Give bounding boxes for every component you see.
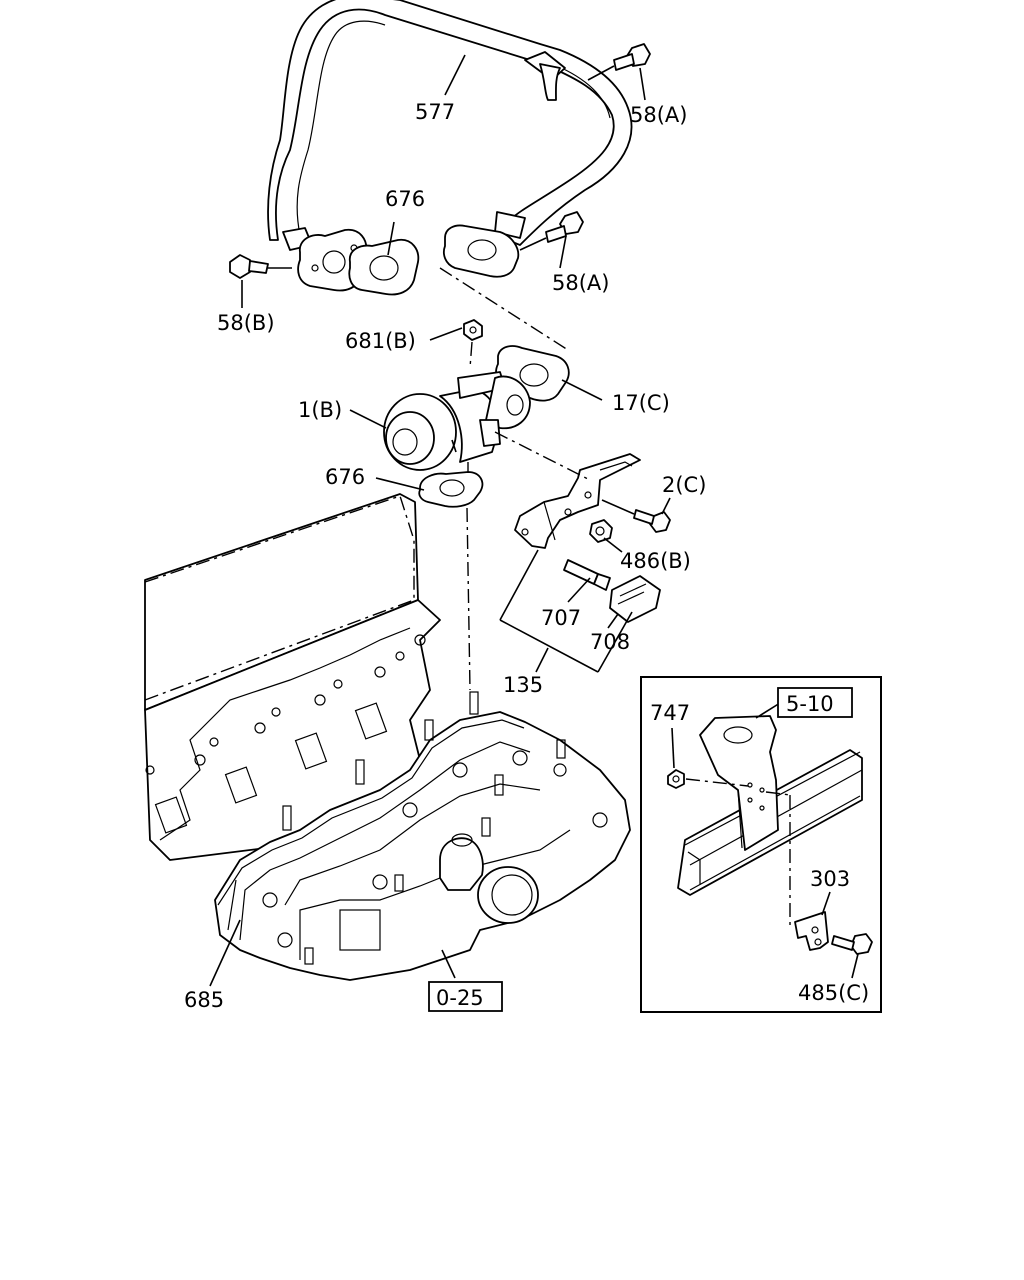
ref-box-5-10[interactable]: 5-10 bbox=[777, 687, 853, 718]
guide-line-bracket-303 bbox=[765, 791, 791, 796]
ref-box-0-25[interactable]: 0-25 bbox=[428, 981, 503, 1012]
callout-1b: 1(B) bbox=[298, 398, 342, 422]
callout-17c: 17(C) bbox=[612, 391, 670, 415]
egr-valve-1b[interactable] bbox=[383, 371, 531, 471]
callout-135: 135 bbox=[503, 673, 543, 697]
nut-747[interactable] bbox=[667, 769, 685, 789]
bolt-485c[interactable] bbox=[831, 933, 873, 955]
callout-676-mid: 676 bbox=[325, 465, 365, 489]
clip-303[interactable] bbox=[794, 911, 829, 951]
group-bracket-135-lines bbox=[499, 549, 633, 673]
callout-708: 708 bbox=[590, 630, 630, 654]
gasket-676-top[interactable] bbox=[348, 238, 420, 296]
manifold-gasket-685[interactable] bbox=[217, 719, 525, 931]
bolt-58b[interactable] bbox=[229, 254, 292, 279]
callout-486b: 486(B) bbox=[620, 549, 691, 573]
bolt-2c[interactable] bbox=[601, 499, 671, 533]
leader-lines bbox=[209, 54, 859, 987]
callout-707: 707 bbox=[541, 606, 581, 630]
bracket-135[interactable] bbox=[514, 453, 641, 549]
bolt-58a-top[interactable] bbox=[587, 43, 651, 81]
guide-line-gasket-manifold bbox=[466, 507, 471, 691]
ref-label-5-10: 5-10 bbox=[786, 692, 834, 716]
guide-line-681b bbox=[469, 341, 473, 369]
callout-2c: 2(C) bbox=[662, 473, 706, 497]
callout-685: 685 bbox=[184, 988, 224, 1012]
guide-line-747 bbox=[685, 778, 749, 787]
intake-manifold[interactable] bbox=[214, 691, 631, 981]
callout-303: 303 bbox=[810, 867, 850, 891]
callout-681b: 681(B) bbox=[345, 329, 416, 353]
guide-line-valve-bracket bbox=[494, 431, 591, 481]
mounting-bracket[interactable] bbox=[699, 715, 779, 851]
callout-58a-mid: 58(A) bbox=[552, 271, 609, 295]
callout-58b: 58(B) bbox=[217, 311, 275, 335]
nut-486b[interactable] bbox=[589, 519, 613, 543]
stud-707[interactable] bbox=[563, 559, 611, 591]
callout-485c: 485(C) bbox=[798, 981, 869, 1005]
callout-747: 747 bbox=[650, 701, 690, 725]
gasket-676-mid[interactable] bbox=[418, 471, 484, 508]
callout-58a-top: 58(A) bbox=[630, 103, 687, 127]
egr-pipe-577[interactable] bbox=[267, 0, 633, 251]
pipe-flange-right[interactable] bbox=[442, 224, 520, 278]
ref-label-0-25: 0-25 bbox=[436, 986, 484, 1010]
callout-676-top: 676 bbox=[385, 187, 425, 211]
guide-line-pipe-to-egr bbox=[439, 267, 569, 351]
nut-681b[interactable] bbox=[463, 319, 483, 341]
callout-577: 577 bbox=[415, 100, 455, 124]
damper-708[interactable] bbox=[609, 575, 661, 623]
